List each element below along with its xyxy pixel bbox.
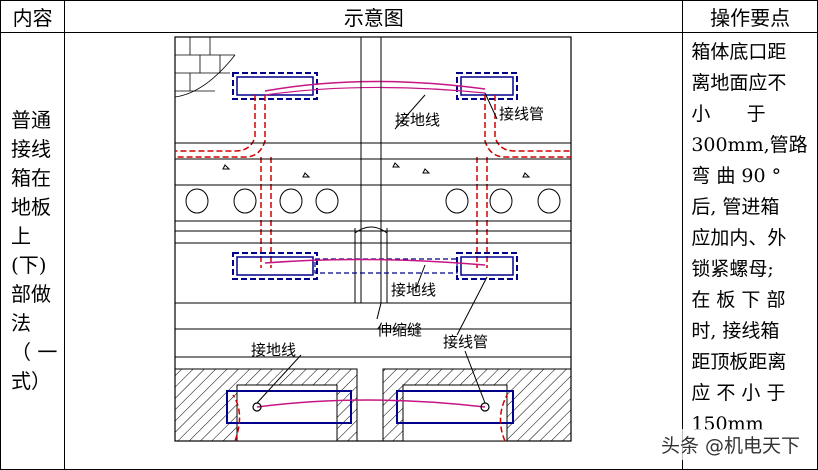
notes-cell: 箱体底口距离地面应不小 于 300mm,管路弯 曲 90 ° 后, 管进箱应加内、外… bbox=[682, 32, 818, 470]
lower-junction-boxes bbox=[232, 252, 519, 280]
notes-line: 离地面应不 bbox=[691, 72, 787, 94]
category-line: (下) bbox=[11, 253, 47, 277]
notes-line: 应 不 小 于 bbox=[691, 382, 786, 404]
label-ground-wire-top: 接地线 bbox=[395, 111, 440, 129]
notes-line: 小 于 bbox=[691, 103, 766, 125]
junction-box-diagram: 接地线 接线管 接地线 伸缩缝 接地线 接线管 bbox=[174, 36, 572, 442]
header-key-points: 操作要点 bbox=[682, 0, 818, 33]
notes-line: 应加内、外 bbox=[691, 227, 787, 249]
category-line: 部做 bbox=[11, 282, 51, 306]
body-row: 普通接线箱在地板上 (下) 部做法 （ 一式） bbox=[0, 32, 818, 470]
diagram-cell: 接地线 接线管 接地线 伸缩缝 接地线 接线管 bbox=[64, 32, 684, 470]
bottom-hatched-floor bbox=[174, 368, 572, 442]
category-line: 式） bbox=[11, 369, 51, 393]
notes-line: 弯 曲 90 ° bbox=[691, 165, 782, 187]
top-junction-boxes bbox=[232, 72, 519, 100]
floor-slab bbox=[175, 142, 572, 244]
category-line: 接线 bbox=[11, 137, 51, 161]
leader-lines bbox=[256, 92, 498, 404]
label-conduit-bottom: 接线管 bbox=[443, 333, 488, 351]
category-line: 地板 bbox=[11, 195, 51, 219]
notes-line: 在 板 下 部 bbox=[691, 289, 786, 311]
label-conduit-top: 接线管 bbox=[499, 105, 544, 123]
header-content: 内容 bbox=[0, 0, 66, 33]
category-line: 普通 bbox=[11, 108, 51, 132]
category-text: 普通接线箱在地板上 (下) 部做法 （ 一式） bbox=[11, 106, 64, 396]
ceiling-lines bbox=[175, 302, 572, 358]
diagram-frame bbox=[174, 36, 572, 442]
expansion-joint-lines bbox=[354, 37, 388, 303]
notes-line: 300mm,管路 bbox=[691, 134, 808, 156]
red-conduits bbox=[175, 95, 572, 268]
notes-text: 箱体底口距离地面应不小 于 300mm,管路弯 曲 90 ° 后, 管进箱应加内、外… bbox=[691, 37, 813, 440]
watermark: 头条 @机电天下 bbox=[654, 429, 806, 460]
category-line: 上 bbox=[11, 224, 31, 248]
category-cell: 普通接线箱在地板上 (下) 部做法 （ 一式） bbox=[0, 32, 66, 470]
category-line: 箱在 bbox=[11, 166, 51, 190]
notes-line: 锁紧螺母; bbox=[691, 258, 774, 280]
notes-line: 后, 管进箱 bbox=[691, 196, 780, 218]
category-line: 法 bbox=[11, 311, 31, 335]
category-line: （ 一 bbox=[11, 340, 58, 364]
label-ground-wire-mid: 接地线 bbox=[391, 281, 436, 299]
header-row: 内容 示意图 操作要点 bbox=[0, 0, 818, 33]
header-diagram: 示意图 bbox=[64, 0, 684, 33]
brick-wall bbox=[175, 37, 236, 98]
label-expansion-joint: 伸缩缝 bbox=[377, 321, 422, 339]
label-ground-wire-bottom: 接地线 bbox=[251, 341, 296, 359]
notes-line: 距顶板距离 bbox=[691, 351, 787, 373]
notes-line: 箱体底口距 bbox=[691, 41, 787, 63]
notes-line: 时, 接线箱 bbox=[691, 320, 780, 342]
